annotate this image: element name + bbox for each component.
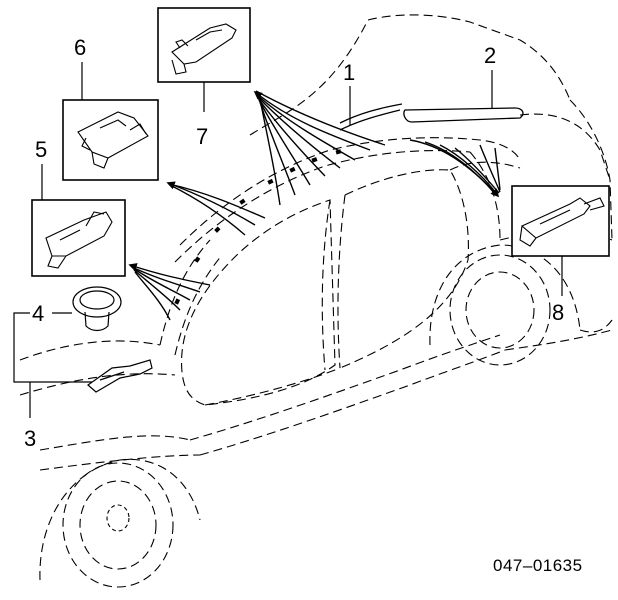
front-bracket-part [87,359,153,393]
rear-wheel [449,254,551,366]
car-body-outline [19,14,613,581]
clip-8-icon [519,197,605,247]
clip-location-leaders [128,90,501,321]
grommet-4-part [72,286,122,332]
callout-8: 8 [552,300,565,325]
callout-7: 7 [196,124,209,149]
front-wheel [62,462,174,588]
callout-5: 5 [35,137,48,162]
callout-4: 4 [32,301,45,326]
callout-1: 1 [343,60,356,85]
clip-points [174,149,342,305]
clip-6-box [62,62,159,181]
clip-5-box [31,164,126,277]
diagram-reference-code: 047–01635 [493,556,583,575]
clip-5-icon [45,211,113,269]
clip-6-icon [77,111,149,169]
clip-8-box [511,185,610,296]
callout-3-4-bracket [13,312,92,418]
callout-6: 6 [74,35,87,60]
garnish-strip-part [403,107,524,123]
roof-molding-part [339,103,403,131]
callout-2: 2 [484,43,497,68]
callout-3: 3 [24,426,37,451]
clip-7-box [157,7,251,112]
clip-7-icon [171,23,237,75]
